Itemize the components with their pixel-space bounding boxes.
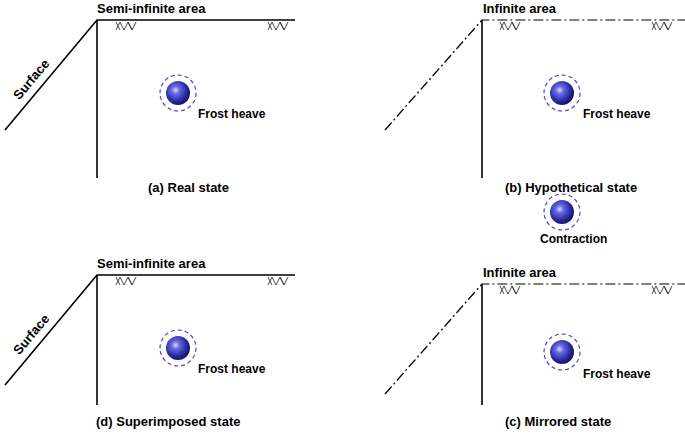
sphere-label: Frost heave xyxy=(198,363,265,377)
boundary-line xyxy=(481,284,483,405)
sphere-label: Frost heave xyxy=(583,368,650,382)
ground-surface xyxy=(5,20,295,130)
sphere-label: Contraction xyxy=(540,233,607,247)
virtual-surface xyxy=(385,20,685,130)
ground-surface xyxy=(5,275,295,385)
panel-caption: (b) Hypothetical state xyxy=(505,181,637,196)
virtual-surface xyxy=(385,284,685,394)
area-title: Semi-infinite area xyxy=(97,2,205,17)
panel-caption: (d) Superimposed state xyxy=(96,415,240,430)
ground-hatch xyxy=(116,22,672,294)
panel-caption: (a) Real state xyxy=(148,181,229,196)
ice-lens-spheres xyxy=(160,75,580,370)
boundary-line xyxy=(481,20,483,178)
sphere-label: Frost heave xyxy=(583,108,650,122)
surface-label: Surface xyxy=(11,57,53,103)
boundary-line xyxy=(96,275,98,405)
area-title: Semi-infinite area xyxy=(97,257,205,272)
area-title: Infinite area xyxy=(483,266,556,281)
area-title: Infinite area xyxy=(483,2,556,17)
sphere-label: Frost heave xyxy=(198,108,265,122)
panel-caption: (c) Mirrored state xyxy=(505,415,611,430)
boundary-line xyxy=(96,20,98,178)
surface-label: Surface xyxy=(11,312,53,358)
